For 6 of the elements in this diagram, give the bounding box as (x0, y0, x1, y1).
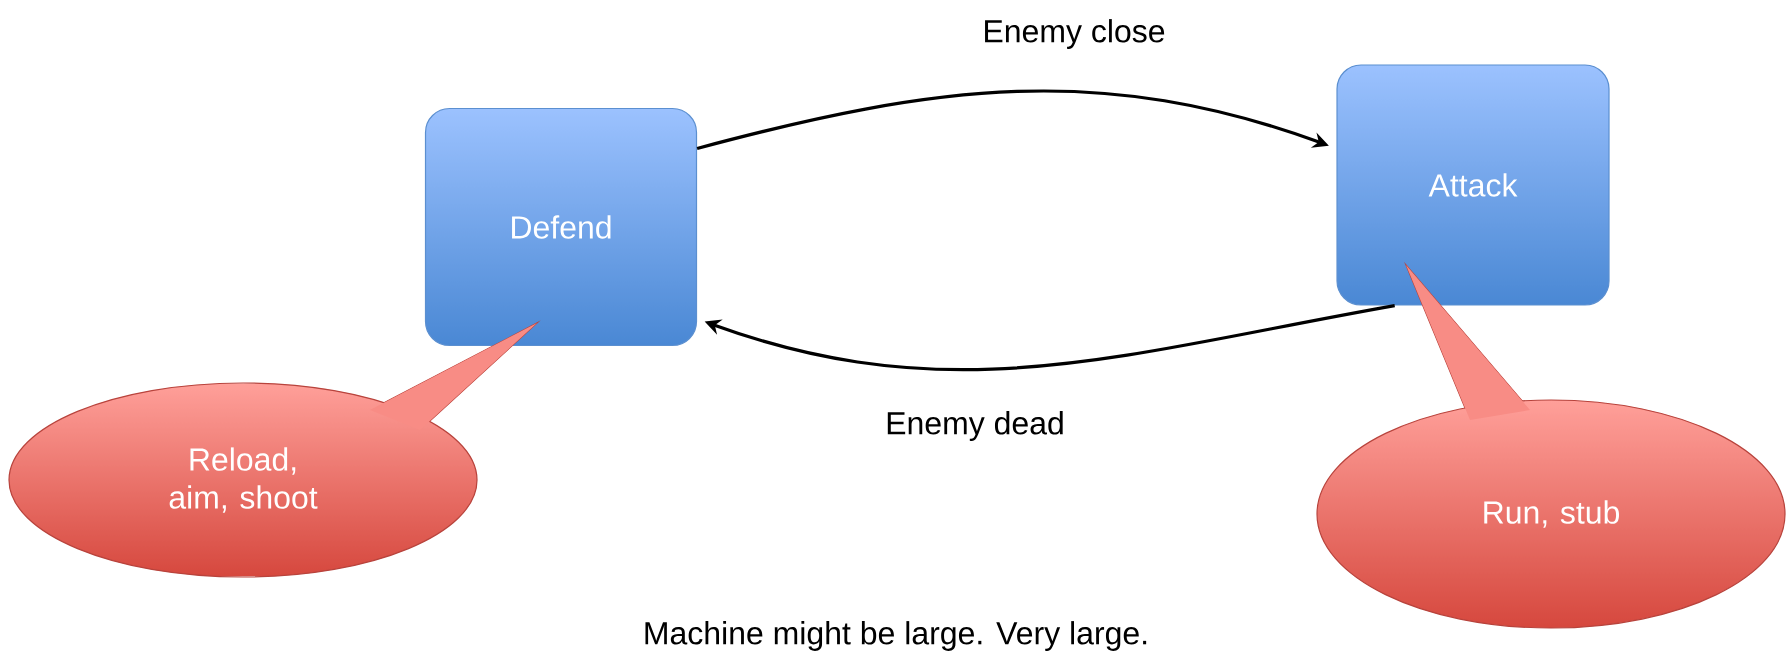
speech-bubble: Reload, aim, shoot (8, 320, 541, 578)
caption: Machine might be large. Very large. (645, 621, 1147, 651)
edge-label: Enemy close (978, 15, 1170, 53)
edge-label: Enemy dead (881, 407, 1069, 445)
state-box: Defend (424, 107, 698, 347)
speech-bubble: Run, stub (1316, 261, 1786, 629)
